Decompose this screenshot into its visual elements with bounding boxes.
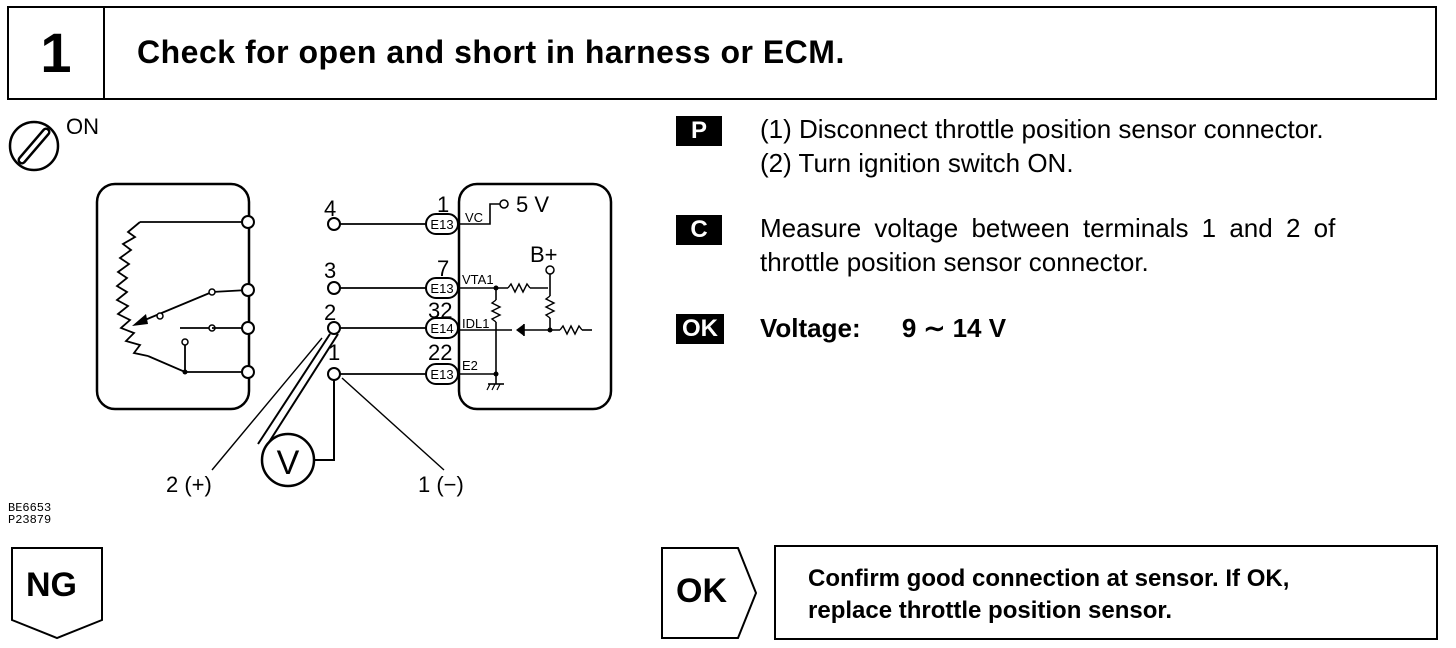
voltmeter-icon [260, 432, 316, 488]
ok-action-line-2: replace throttle position sensor. [808, 597, 1173, 624]
ecm-pin-1: 1 [437, 192, 449, 217]
ecm-body [457, 182, 613, 411]
signal-vc: VC [465, 210, 483, 225]
voltmeter-probe-negative [312, 377, 445, 471]
ecm-connector-label: E13 [430, 367, 453, 382]
signal-vta1: VTA1 [462, 272, 494, 287]
step-header: 1 Check for open and short in harness or… [7, 6, 1437, 100]
ground-icon [486, 383, 504, 391]
ecm-connector-label: E13 [430, 217, 453, 232]
spec-value: 9 ∼ 14 V [901, 313, 1007, 343]
ok-label: OK [676, 572, 727, 610]
ng-badge [11, 547, 103, 640]
check-tag: C [676, 215, 722, 245]
ecm-connector-label: E14 [430, 321, 453, 336]
signal-idl1: IDL1 [462, 316, 489, 331]
prep-tag: P [676, 116, 722, 146]
voltmeter-symbol: V [277, 444, 300, 482]
probe-positive-label: 2 (+) [166, 472, 212, 497]
ecm-connector-e14 [425, 317, 459, 339]
ignition-key-icon [8, 120, 60, 172]
ok-action-line-1: Confirm good connection at sensor. If OK… [808, 565, 1290, 592]
ok-action-box: Confirm good connection at sensor. If OK… [774, 545, 1438, 640]
ignition-on-label: ON [66, 114, 99, 139]
check-line-1: Measure voltage between terminals 1 and … [760, 213, 1336, 243]
signal-e2: E2 [462, 358, 478, 373]
sensor-pin-2: 2 [324, 300, 336, 325]
prep-step-1: (1) Disconnect throttle position sensor … [760, 114, 1324, 144]
ecm-connector-label: E13 [430, 281, 453, 296]
figure-code: BE6653 [8, 501, 52, 515]
ecm-pin-22: 22 [428, 340, 452, 365]
throttle-sensor-body [95, 182, 251, 411]
spec-label: Voltage: [760, 313, 861, 343]
ecm-pin-7: 7 [437, 256, 449, 281]
sensor-wiper [139, 291, 213, 323]
figure-code: P23879 [8, 513, 52, 527]
step-title: Check for open and short in harness or E… [137, 34, 845, 70]
ok-spec-tag: OK [676, 314, 724, 344]
step-number: 1 [9, 8, 105, 98]
sensor-pin-4: 4 [324, 196, 336, 221]
prep-step-2: (2) Turn ignition switch ON. [760, 148, 1074, 178]
sensor-pin-3: 3 [324, 258, 336, 283]
sensor-resistor [115, 221, 149, 357]
check-line-2: throttle position sensor connector. [760, 247, 1149, 277]
ng-label: NG [26, 566, 77, 604]
ok-badge [661, 547, 758, 639]
wiring-diagram: ON 4 3 2 1 1 7 32 22 E13 E13 E14 [8, 114, 613, 497]
figure-codes: BE6653 P23879 [8, 502, 51, 526]
spec: Voltage: 9 ∼ 14 V [760, 313, 1006, 344]
sensor-pin-1: 1 [328, 340, 340, 365]
supply-5v-label: 5 V [516, 192, 549, 217]
battery-label: B+ [530, 242, 558, 267]
voltmeter-probe-positive [211, 333, 339, 471]
probe-negative-label: 1 (−) [418, 472, 464, 497]
